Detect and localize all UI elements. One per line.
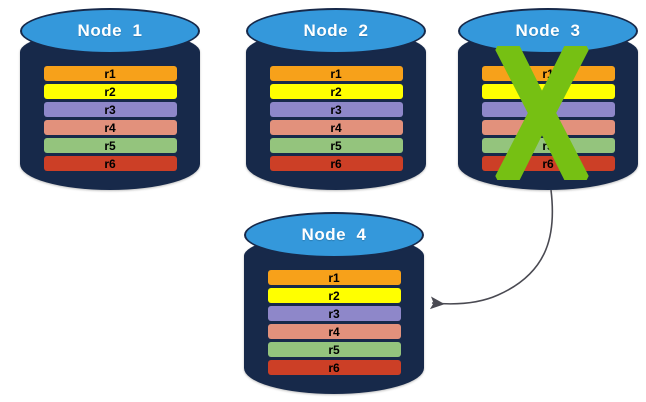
row-label: r3 bbox=[542, 102, 554, 117]
row-label: r3 bbox=[328, 306, 340, 321]
row-label: r1 bbox=[104, 66, 116, 81]
row-label: r6 bbox=[328, 360, 340, 375]
row-bar-r2: r2 bbox=[43, 84, 177, 99]
row-label: r5 bbox=[328, 342, 340, 357]
row-bar-r1: r1 bbox=[43, 66, 177, 81]
row-bar-r5: r5 bbox=[269, 138, 403, 153]
node-2-title: Node 2 bbox=[303, 21, 369, 40]
node-4-top: Node 4 bbox=[244, 212, 424, 258]
row-label: r4 bbox=[104, 120, 116, 135]
node-4-row-list: r1 r2 r3 r4 r5 r6 bbox=[244, 270, 424, 375]
row-label: r4 bbox=[542, 120, 554, 135]
row-bar-r3: r3 bbox=[267, 306, 401, 321]
node-2[interactable]: r1 r2 r3 r4 r5 r6 Node 2 bbox=[246, 8, 426, 190]
row-label: r1 bbox=[542, 66, 554, 81]
row-label: r3 bbox=[104, 102, 116, 117]
row-label: r5 bbox=[104, 138, 116, 153]
row-label: r3 bbox=[330, 102, 342, 117]
row-bar-r5: r5 bbox=[481, 138, 615, 153]
row-label: r4 bbox=[330, 120, 342, 135]
row-bar-r5: r5 bbox=[43, 138, 177, 153]
node-3-title: Node 3 bbox=[515, 21, 581, 40]
row-bar-r4: r4 bbox=[481, 120, 615, 135]
row-label: r2 bbox=[104, 84, 116, 99]
node-3-top: Node 3 bbox=[458, 8, 638, 54]
row-label: r5 bbox=[330, 138, 342, 153]
row-bar-r5: r5 bbox=[267, 342, 401, 357]
row-label: r6 bbox=[330, 156, 342, 171]
row-label: r1 bbox=[330, 66, 342, 81]
row-bar-r4: r4 bbox=[43, 120, 177, 135]
node-1-row-list: r1 r2 r3 r4 r5 r6 bbox=[20, 66, 200, 171]
node-1[interactable]: r1 r2 r3 r4 r5 r6 Node 1 bbox=[20, 8, 200, 190]
row-label: r6 bbox=[542, 156, 554, 171]
node-3-row-list: r1 r2 r3 r4 r5 r6 bbox=[458, 66, 638, 171]
row-label: r1 bbox=[328, 270, 340, 285]
row-label: r2 bbox=[330, 84, 342, 99]
row-bar-r1: r1 bbox=[269, 66, 403, 81]
row-label: r5 bbox=[542, 138, 554, 153]
row-bar-r3: r3 bbox=[481, 102, 615, 117]
row-label: r2 bbox=[328, 288, 340, 303]
row-bar-r1: r1 bbox=[267, 270, 401, 285]
row-bar-r6: r6 bbox=[43, 156, 177, 171]
row-bar-r4: r4 bbox=[267, 324, 401, 339]
row-bar-r3: r3 bbox=[269, 102, 403, 117]
node-4-title: Node 4 bbox=[301, 225, 367, 244]
row-label: r4 bbox=[328, 324, 340, 339]
row-bar-r6: r6 bbox=[269, 156, 403, 171]
node-4[interactable]: r1 r2 r3 r4 r5 r6 Node 4 bbox=[244, 212, 424, 394]
row-bar-r6: r6 bbox=[481, 156, 615, 171]
row-bar-r1: r1 bbox=[481, 66, 615, 81]
row-bar-r6: r6 bbox=[267, 360, 401, 375]
row-label: r2 bbox=[542, 84, 554, 99]
node-2-top: Node 2 bbox=[246, 8, 426, 54]
row-bar-r2: r2 bbox=[267, 288, 401, 303]
node-3[interactable]: r1 r2 r3 r4 r5 r6 Node 3 bbox=[458, 8, 638, 190]
row-label: r6 bbox=[104, 156, 116, 171]
node-1-title: Node 1 bbox=[77, 21, 143, 40]
row-bar-r2: r2 bbox=[269, 84, 403, 99]
row-bar-r2: r2 bbox=[481, 84, 615, 99]
row-bar-r3: r3 bbox=[43, 102, 177, 117]
node-2-row-list: r1 r2 r3 r4 r5 r6 bbox=[246, 66, 426, 171]
row-bar-r4: r4 bbox=[269, 120, 403, 135]
node-1-top: Node 1 bbox=[20, 8, 200, 54]
